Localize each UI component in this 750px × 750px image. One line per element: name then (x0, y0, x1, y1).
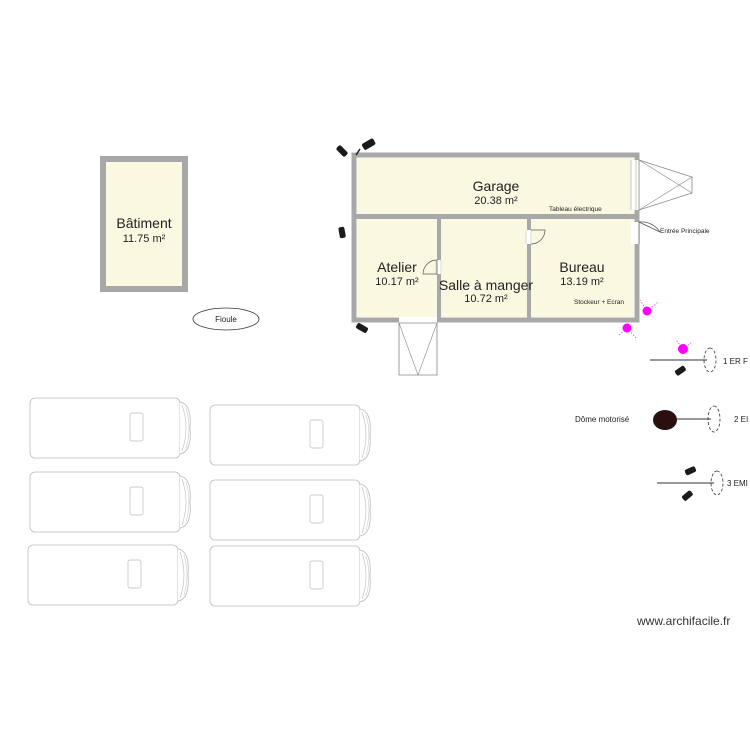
room-bureau-name: Bureau (559, 259, 604, 275)
room-garage-floor (357, 158, 634, 214)
atelier-ext-door (398, 322, 438, 376)
atelier-door-swing (422, 259, 438, 275)
bureau-inner-door-gap (526, 230, 532, 244)
room-atelier-floor (357, 219, 437, 317)
vehicle-icon (27, 544, 189, 606)
camera-icon (684, 466, 697, 476)
vehicle-icon (209, 479, 371, 541)
legend-item-1: 1 ER F (650, 339, 748, 376)
watermark: www.archifacile.fr (637, 614, 731, 628)
fioule-tank[interactable]: Fioule (192, 307, 260, 331)
entrance-door-gap (631, 222, 639, 244)
room-garage[interactable]: Garage 20.38 m² Tableau électrique (473, 178, 602, 213)
room-batiment-name: Bâtiment (116, 215, 171, 231)
atelier-door-gap (399, 317, 437, 323)
camera-icon[interactable] (355, 138, 376, 156)
room-salle-name: Salle à manger (439, 277, 534, 293)
entree-principale-note: Entrée Principale (660, 228, 710, 235)
room-salle-area: 10.72 m² (464, 293, 508, 305)
legend-item-3-label: 3 EMI (727, 479, 748, 488)
vehicle-icon (209, 545, 371, 607)
camera-icon[interactable] (355, 322, 368, 333)
vehicle-group (27, 397, 371, 607)
room-atelier[interactable]: Atelier 10.17 m² (375, 259, 419, 288)
dome-icon (653, 410, 677, 430)
room-atelier-name: Atelier (377, 259, 417, 275)
vehicle-icon (29, 471, 191, 533)
room-bureau-area: 13.19 m² (560, 276, 604, 288)
room-salle-floor (441, 219, 527, 317)
fioule-ellipse (192, 307, 260, 331)
camera-icon[interactable] (338, 226, 346, 239)
bell-icon (707, 405, 721, 433)
atelier-inner-door-gap (436, 260, 442, 274)
room-bureau[interactable]: Bureau 13.19 m² Stockeur + Ecran (559, 259, 624, 306)
garage-door-gap (631, 160, 639, 210)
room-batiment-area: 11.75 m² (123, 233, 166, 245)
stockeur-note: Stockeur + Ecran (574, 299, 624, 306)
camera-icon (674, 365, 686, 376)
room-garage-name: Garage (473, 178, 520, 194)
room-batiment-floor (100, 156, 188, 292)
room-batiment[interactable]: Bâtiment 11.75 m² (100, 156, 188, 292)
bell-icon (703, 347, 717, 373)
bureau-door-swing (530, 229, 546, 245)
tableau-electrique-note: Tableau électrique (549, 206, 602, 213)
garage-door (638, 159, 693, 211)
vehicle-icon (29, 397, 191, 459)
room-salle-a-manger[interactable]: Salle à manger 10.72 m² (439, 277, 534, 305)
camera-icon (682, 490, 693, 501)
legend-item-2: Dôme motorisé 2 EI (575, 405, 748, 433)
room-garage-area: 20.38 m² (474, 195, 518, 207)
vehicle-icon (209, 404, 371, 466)
entrance-door-swing (638, 221, 661, 244)
camera-icon[interactable] (336, 145, 349, 158)
legend-item-3: 3 EMI (657, 466, 748, 501)
fioule-label: Fioule (215, 315, 237, 324)
dome-label: Dôme motorisé (575, 415, 630, 424)
bell-icon (710, 470, 724, 496)
legend-item-2-label: 2 EI (734, 415, 748, 424)
main-house: Garage 20.38 m² Tableau électrique Ateli… (351, 152, 710, 376)
room-atelier-area: 10.17 m² (375, 276, 419, 288)
legend-item-1-label: 1 ER F (723, 357, 748, 366)
room-bureau-floor (531, 219, 634, 317)
